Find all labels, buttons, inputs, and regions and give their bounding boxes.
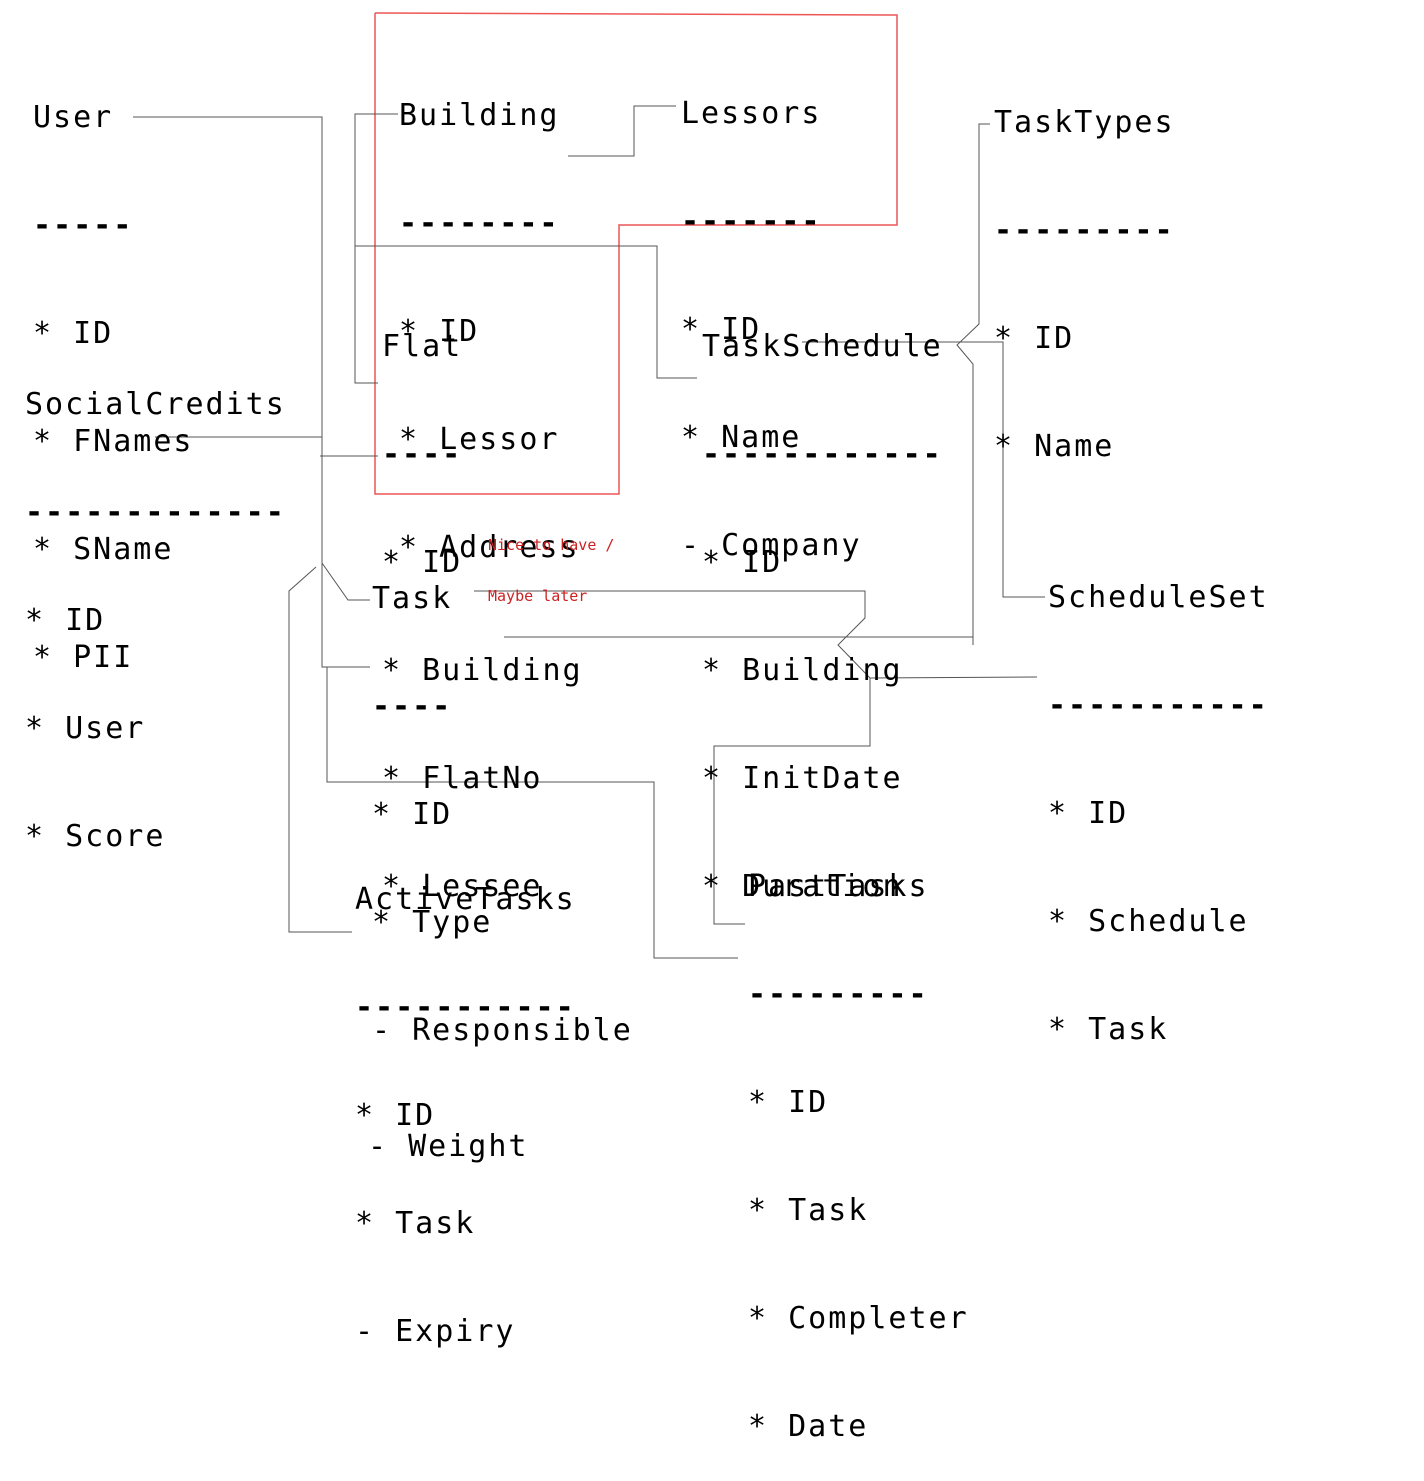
entity-field: * ID [25, 603, 106, 638]
connector-user-id [133, 116, 370, 668]
entity-separator: ---- [382, 437, 463, 472]
entity-field: * Name [681, 420, 802, 455]
entity-field: * Building [382, 653, 583, 688]
entity-field: * ID [1048, 796, 1129, 831]
entity-user: User ----- * ID * FNames * SName * PII [33, 28, 194, 712]
note-line: Nice to have / [488, 536, 615, 554]
entity-field: * Task [355, 1206, 476, 1241]
connector-building-to-taskschedule [355, 245, 697, 379]
entity-field: * Score [25, 819, 166, 854]
entity-flat: Flat ---- * ID * Building * FlatNo * Les… [382, 257, 583, 941]
entity-separator: ----------- [1048, 688, 1269, 723]
entity-separator: ----------- [355, 990, 576, 1025]
entity-field: * ID [994, 321, 1075, 356]
connector-task-to-pasttasks [713, 678, 871, 925]
entity-field: * ID [372, 797, 453, 832]
relationship-lines [133, 12, 1045, 959]
connector-user-to-task-id [321, 562, 370, 601]
entity-field: * ID [382, 545, 463, 580]
entity-taskschedule: TaskSchedule ------------ * ID * Buildin… [702, 257, 943, 941]
entity-separator: ----- [33, 208, 134, 243]
entity-field: * Lessor [399, 422, 560, 457]
entity-field: * Lessee [382, 869, 543, 904]
entity-field: * Completer [748, 1301, 969, 1336]
entity-title: TaskSchedule [702, 329, 943, 364]
entity-title: Building [399, 98, 560, 133]
optional-region-border [374, 12, 898, 495]
entity-field: * Address [399, 530, 580, 565]
connector-taskschedule-to-scheduleset [802, 341, 1045, 598]
entity-field: * ID [748, 1085, 829, 1120]
connector-responsible-to-completer [326, 667, 738, 959]
entity-title: ActiveTasks [355, 882, 576, 917]
connector-lessor [568, 105, 676, 157]
entity-field: * ID [399, 314, 480, 349]
entity-field: * Date [748, 1409, 869, 1444]
optional-note: Nice to have / Maybe later [488, 503, 614, 622]
entity-title: ScheduleSet [1048, 580, 1269, 615]
entity-task: Task ---- * ID * Type - Responsible - We… [368, 509, 633, 1201]
entity-separator: ------------ [702, 437, 943, 472]
entity-separator: -------- [399, 206, 560, 241]
entity-field: * Schedule [1048, 904, 1249, 939]
entity-field: * SName [33, 532, 174, 567]
note-line: Maybe later [488, 587, 588, 605]
entity-field: * ID [355, 1098, 436, 1133]
entity-field: * Task [748, 1193, 869, 1228]
entity-field: * ID [702, 545, 783, 580]
entity-field: - Responsible [372, 1013, 633, 1048]
entity-field: * ID [33, 316, 114, 351]
entity-separator: --------- [994, 213, 1175, 248]
connector-task-to-activetasks [288, 566, 352, 933]
entity-separator: --------- [748, 977, 929, 1012]
entity-field: * Duration [702, 869, 903, 904]
entity-field: * InitDate [702, 761, 903, 796]
entity-scheduleset: ScheduleSet ----------- * ID * Schedule … [1048, 508, 1269, 1084]
entity-field: * FNames [33, 424, 194, 459]
entity-title: Lessors [681, 96, 822, 131]
entity-lessors: Lessors ------- * ID * Name - Company [681, 24, 862, 600]
entity-field: - Company [681, 528, 862, 563]
entity-separator: ------------- [25, 495, 286, 530]
entity-title: TaskTypes [994, 105, 1175, 140]
entity-building: Building -------- * ID * Lessor * Addres… [399, 26, 580, 602]
entity-title: Flat [382, 329, 463, 364]
entity-field: * FlatNo [382, 761, 543, 796]
entity-field: * Name [994, 429, 1115, 464]
entity-field: * PII [33, 640, 134, 675]
entity-field: - Expiry [355, 1314, 516, 1349]
connector-tasktypes-to-task [956, 123, 990, 645]
entity-separator: ---- [372, 689, 453, 724]
entity-title: Task [372, 581, 453, 616]
entity-field: * Type [372, 905, 493, 940]
entity-field: * Building [702, 653, 903, 688]
connector-building-to-flat [354, 113, 398, 384]
entity-pasttasks: PastTasks --------- * ID * Task * Comple… [748, 797, 969, 1481]
entity-field: * ID [681, 312, 762, 347]
entity-field: * User [25, 711, 146, 746]
entity-title: SocialCredits [25, 387, 286, 422]
entity-field: * Task [1048, 1012, 1169, 1047]
connector-task-id [474, 590, 1038, 679]
entity-title: User [33, 100, 114, 135]
entity-activetasks: ActiveTasks ----------- * ID * Task - Ex… [355, 810, 576, 1386]
entity-tasktypes: TaskTypes --------- * ID * Name [994, 33, 1175, 501]
entity-separator: ------- [681, 204, 822, 239]
entity-title: PastTasks [748, 869, 929, 904]
entity-socialcredits: SocialCredits ------------- * ID * User … [25, 315, 286, 891]
